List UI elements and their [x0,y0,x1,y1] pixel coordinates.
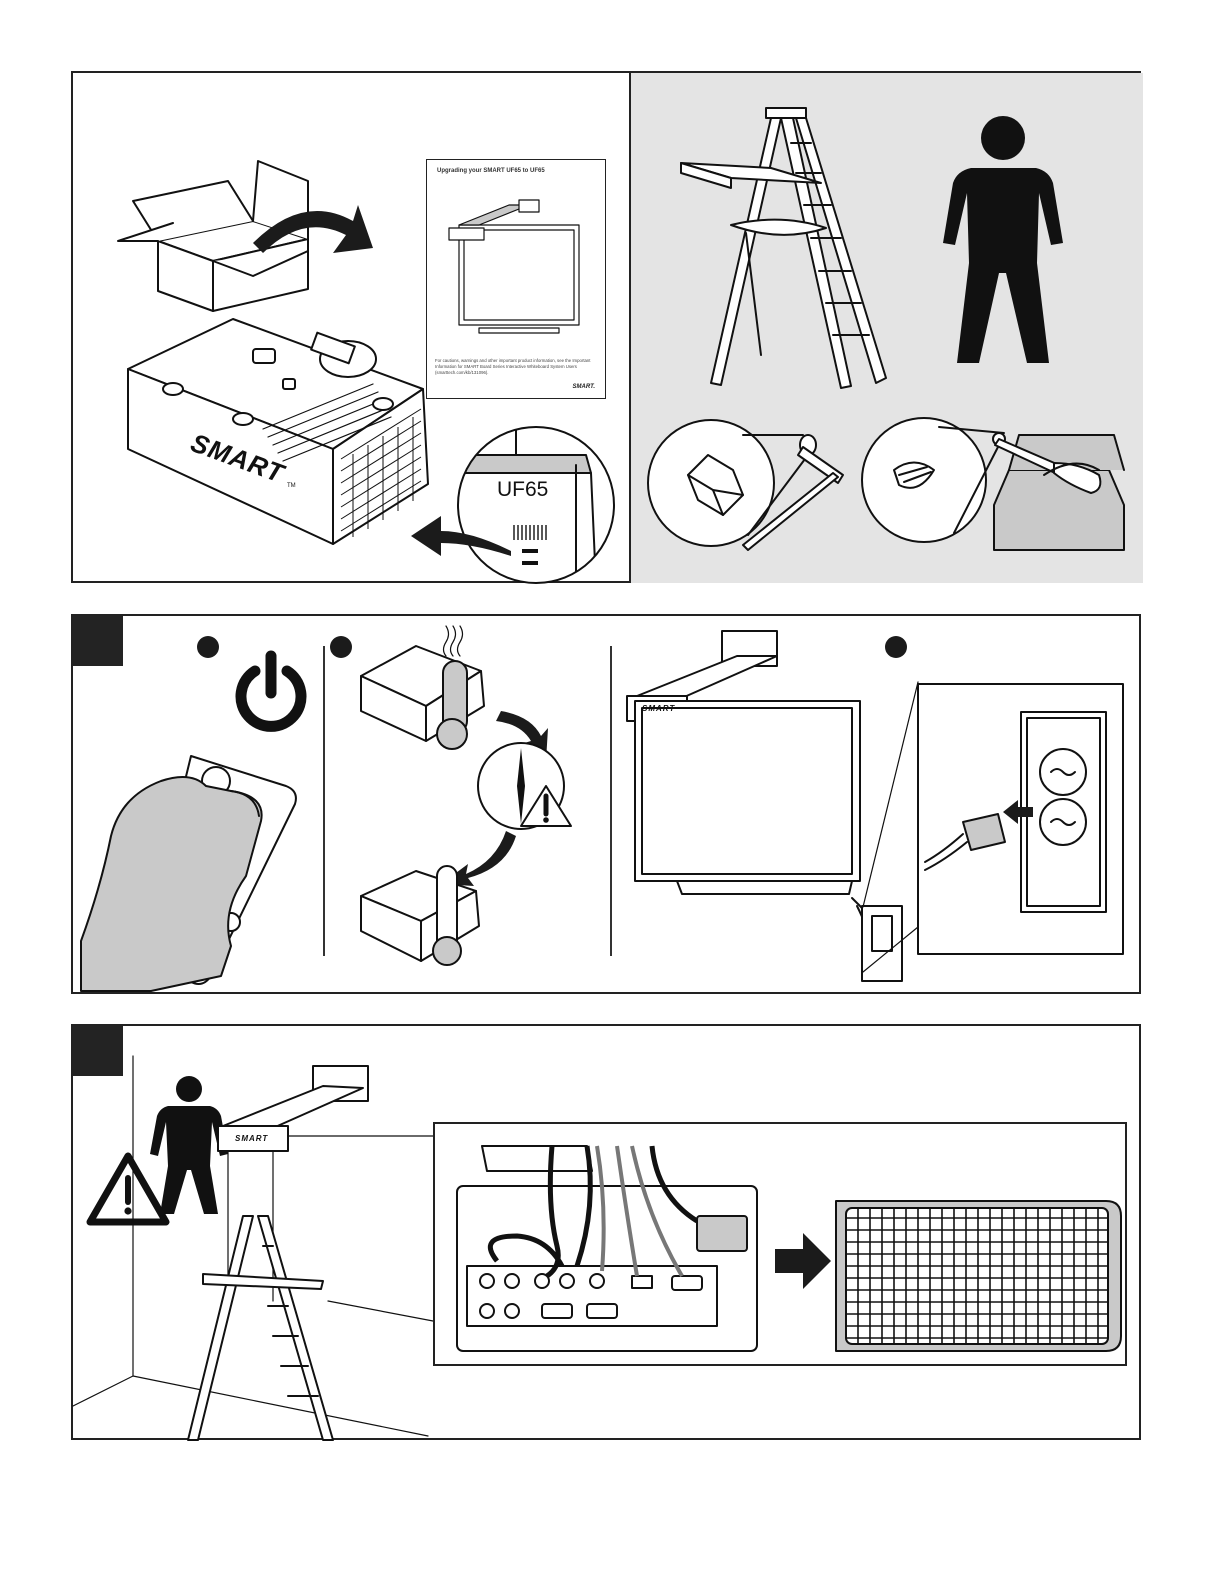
document-logo: SMART. [573,384,595,390]
connector-panel-illustration [437,1126,767,1366]
model-label: UF65 [497,478,548,502]
remote-control-hand [81,746,311,991]
hex-key-zoom [643,415,863,555]
connections-panel: SMART [71,1024,1141,1440]
step-number-tab [73,616,123,666]
screwdriver-zoom [859,415,1139,555]
unpack-panel: SMART TM Upgrading your SMART UF65 to UF… [71,71,1141,583]
hot-projector-illustration [356,616,626,976]
board-projector-logo: SMART [642,704,675,713]
air-filter-illustration [831,1196,1123,1356]
person-icon [941,113,1066,368]
whiteboard-thumbnail [449,200,589,340]
projector-illustration [123,309,443,549]
move-arrow-icon [248,193,378,263]
power-down-panel: SMART [71,614,1141,994]
tools-area [629,73,1143,583]
document-title: Upgrading your SMART UF65 to UF65 [437,168,545,174]
next-arrow-icon [773,1231,833,1291]
ladder-illustration [671,103,901,403]
divider-1 [323,646,325,956]
instruction-document: Upgrading your SMART UF65 to UF65 For ca… [426,159,606,399]
ceiling-projector-logo: SMART [235,1134,268,1143]
power-icon [235,651,307,731]
document-note: For cautions, warnings and other importa… [435,358,600,376]
divider-2 [610,646,612,956]
label-pointer-arrow-icon [411,501,521,561]
step-b-dot [330,636,352,658]
step-a-dot [197,636,219,658]
outlet-zoom [863,682,1073,982]
room-ladder-illustration [73,1056,443,1440]
projector-tm: TM [287,483,296,489]
